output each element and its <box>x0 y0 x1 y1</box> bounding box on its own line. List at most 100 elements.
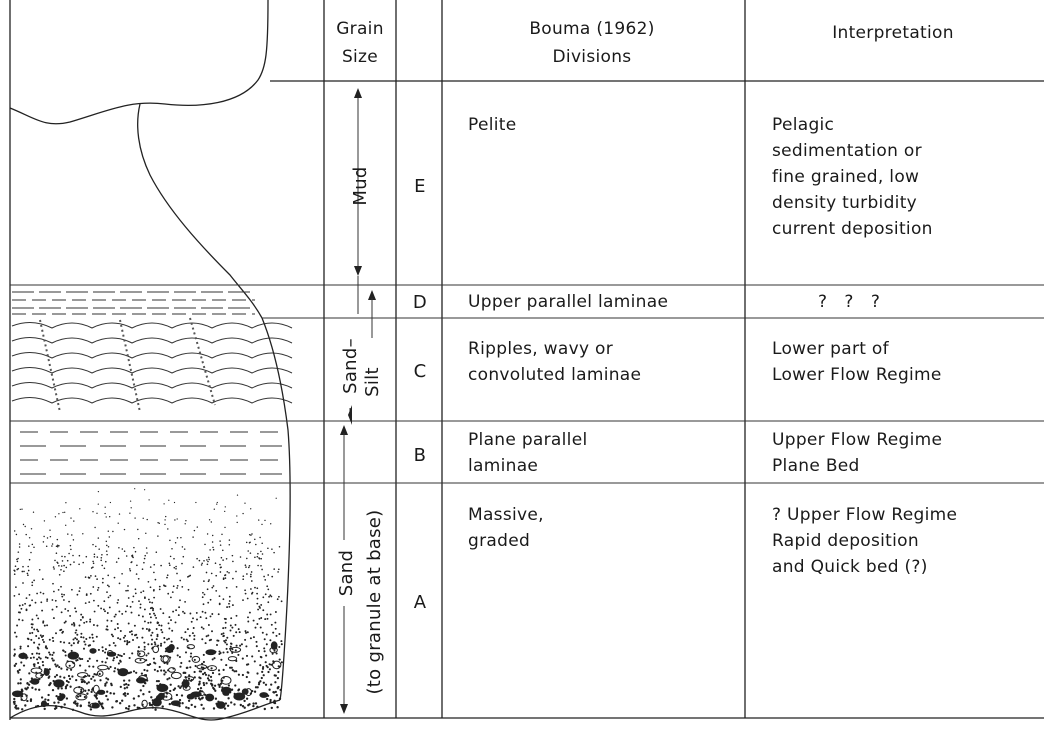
sand-grain <box>107 698 109 700</box>
sand-grain <box>203 560 205 562</box>
sand-grain <box>125 590 127 592</box>
sand-grain <box>92 511 93 512</box>
sand-grain <box>117 627 119 629</box>
sand-grain <box>273 650 275 652</box>
sand-grain <box>239 631 241 633</box>
sand-grain <box>59 574 61 576</box>
sand-grain <box>246 698 248 700</box>
sand-grain <box>250 637 252 639</box>
sand-grain <box>225 639 227 641</box>
sand-grain <box>88 601 90 603</box>
sand-grain <box>48 677 50 679</box>
sand-grain <box>228 572 230 574</box>
sand-grain <box>147 652 149 654</box>
sand-grain <box>58 565 60 567</box>
sand-grain <box>48 684 50 686</box>
sand-grain <box>242 578 244 580</box>
sand-grain <box>21 509 22 510</box>
sand-grain <box>249 612 251 614</box>
sand-grain <box>64 512 65 513</box>
sand-grain <box>127 708 129 710</box>
sand-grain <box>152 608 154 610</box>
sand-grain <box>63 641 65 643</box>
sand-grain <box>36 593 38 595</box>
sand-grain <box>138 646 140 648</box>
sand-grain <box>151 602 153 604</box>
granule <box>228 657 236 661</box>
sand-grain <box>168 500 169 501</box>
sand-grain <box>188 660 190 662</box>
sand-grain <box>124 529 125 530</box>
sand-grain <box>233 635 235 637</box>
sand-grain <box>27 687 29 689</box>
sand-grain <box>89 577 91 579</box>
sand-grain <box>128 597 130 599</box>
header-divisions-2: Divisions <box>553 47 632 67</box>
sand-grain <box>161 631 163 633</box>
granule <box>187 645 194 649</box>
sand-grain <box>262 553 264 555</box>
sand-grain <box>99 679 101 681</box>
sand-grain <box>207 677 209 679</box>
sand-grain <box>164 641 166 643</box>
sand-grain <box>182 546 184 548</box>
sand-grain <box>205 674 207 676</box>
sand-grain <box>142 616 144 618</box>
sand-grain <box>21 708 23 710</box>
sand-grain <box>75 632 77 634</box>
sand-grain <box>230 642 232 644</box>
sand-grain <box>256 603 258 605</box>
sand-grain <box>132 639 134 641</box>
sand-grain <box>264 638 266 640</box>
sand-grain <box>78 590 80 592</box>
sand-grain <box>100 607 102 609</box>
sand-grain <box>248 567 250 569</box>
sand-grain <box>170 619 172 621</box>
sand-grain <box>226 558 228 560</box>
sand-grain <box>96 513 97 514</box>
interp-a-2: Rapid deposition <box>772 531 919 551</box>
sand-grain <box>177 585 179 587</box>
sand-grain <box>270 613 272 615</box>
sand-grain <box>66 668 68 670</box>
grain-label-sand-silt-2: Silt <box>362 367 383 397</box>
sand-grain <box>194 706 196 708</box>
sand-grain <box>120 661 122 663</box>
sand-grain <box>89 637 91 639</box>
sand-grain <box>28 672 30 674</box>
sand-grain <box>150 622 152 624</box>
sand-grain <box>52 543 54 545</box>
grain-size-column: Mud Sand– Silt Sand (to granule at base) <box>336 88 385 714</box>
sand-grain <box>213 657 215 659</box>
sand-grain <box>39 569 41 571</box>
sand-grain <box>211 630 213 632</box>
sand-grain <box>217 640 219 642</box>
sand-grain <box>102 582 104 584</box>
sand-grain <box>166 638 168 640</box>
sand-grain <box>109 595 111 597</box>
sand-grain <box>17 561 19 563</box>
sand-grain <box>278 633 280 635</box>
sand-grain <box>155 617 157 619</box>
sand-grain <box>242 575 244 577</box>
sand-grain <box>168 638 170 640</box>
sand-grain <box>137 529 138 530</box>
sand-grain <box>236 515 237 516</box>
sand-grain <box>22 604 24 606</box>
sand-grain <box>252 702 254 704</box>
sand-grain <box>194 671 196 673</box>
ripple-foreset <box>190 318 215 405</box>
sand-grain <box>267 671 269 673</box>
sand-grain <box>215 575 217 577</box>
sand-grain <box>42 664 44 666</box>
sand-grain <box>275 611 277 613</box>
sand-grain <box>44 625 46 627</box>
sand-grain <box>106 591 108 593</box>
sand-grain <box>235 649 237 651</box>
interp-b-2: Plane Bed <box>772 456 860 476</box>
sand-grain <box>33 656 35 658</box>
sand-grain <box>55 600 57 602</box>
sand-grain <box>51 545 53 547</box>
sand-grain <box>250 574 252 576</box>
sand-grain <box>61 687 63 689</box>
